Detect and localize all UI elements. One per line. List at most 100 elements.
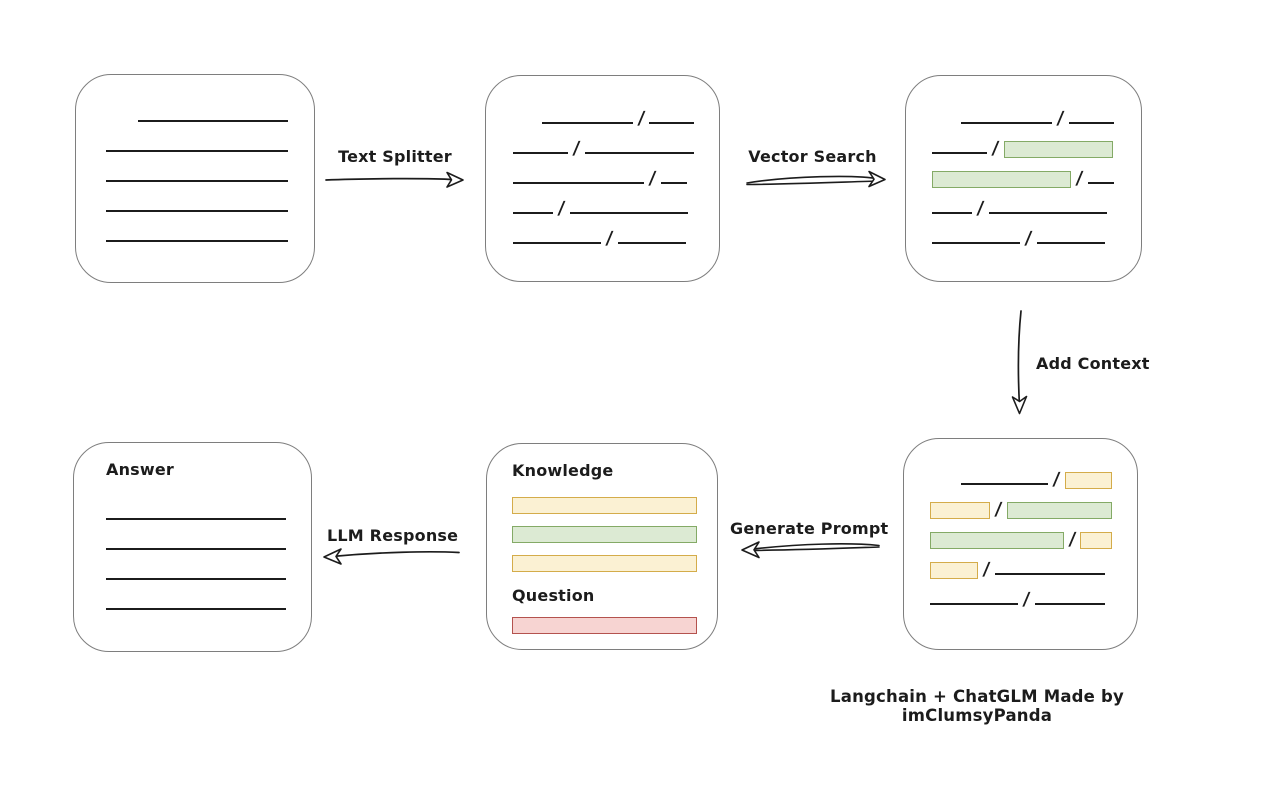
text-segment bbox=[660, 182, 687, 184]
yellow-bar bbox=[512, 555, 697, 572]
source-document-box bbox=[75, 74, 315, 283]
text-segment bbox=[584, 152, 694, 154]
llm-response-arrow bbox=[323, 548, 460, 565]
text-line bbox=[106, 518, 286, 520]
split-text-rows: / / / / / bbox=[513, 98, 694, 249]
vector-search-arrow bbox=[746, 170, 886, 188]
text-segment bbox=[513, 212, 553, 214]
slash-separator: / bbox=[556, 198, 566, 219]
answer-lines bbox=[106, 518, 286, 610]
chunk-row: / bbox=[930, 519, 1112, 550]
slash-separator: / bbox=[990, 138, 1000, 159]
generate-prompt-label: Generate Prompt bbox=[730, 519, 889, 538]
chunk-row: / bbox=[932, 128, 1116, 159]
green-highlight-chip bbox=[1003, 141, 1113, 158]
slash-separator: / bbox=[1055, 108, 1065, 129]
chunk-row: / bbox=[513, 158, 694, 189]
chunk-row: / bbox=[930, 549, 1112, 580]
add-context-label: Add Context bbox=[1036, 354, 1150, 373]
text-segment bbox=[1034, 603, 1105, 605]
text-line bbox=[138, 120, 288, 122]
text-line bbox=[106, 548, 286, 550]
slash-separator: / bbox=[1067, 529, 1077, 550]
yellow-highlight-chip bbox=[930, 502, 990, 519]
slash-separator: / bbox=[1023, 228, 1033, 249]
text-line bbox=[106, 210, 288, 212]
chunk-row: / bbox=[930, 459, 1112, 490]
text-segment bbox=[513, 242, 601, 244]
prompt-box: Knowledge Question bbox=[486, 443, 718, 650]
text-line bbox=[106, 180, 288, 182]
slash-separator: / bbox=[993, 499, 1003, 520]
text-segment bbox=[649, 122, 694, 124]
slash-separator: / bbox=[1074, 168, 1084, 189]
slash-separator: / bbox=[604, 228, 614, 249]
text-line bbox=[106, 608, 286, 610]
text-segment bbox=[930, 603, 1018, 605]
answer-box: Answer bbox=[73, 442, 312, 652]
add-context-arrow bbox=[1011, 310, 1028, 415]
chunk-row: / bbox=[932, 158, 1116, 189]
text-segment bbox=[513, 182, 644, 184]
llm-response-label: LLM Response bbox=[327, 526, 459, 545]
generate-prompt-arrow bbox=[741, 541, 880, 559]
chunk-row: / bbox=[930, 579, 1112, 610]
slash-separator: / bbox=[975, 198, 985, 219]
chunk-row: / bbox=[932, 218, 1116, 249]
slash-separator: / bbox=[981, 559, 991, 580]
text-segment bbox=[988, 212, 1107, 214]
text-segment bbox=[1036, 242, 1105, 244]
diagram-caption: Langchain + ChatGLM Made by imClumsyPand… bbox=[830, 687, 1124, 725]
text-segment bbox=[932, 152, 987, 154]
chunk-row: / bbox=[930, 489, 1112, 520]
chunk-row: / bbox=[513, 188, 694, 219]
question-bars bbox=[512, 617, 697, 634]
slash-separator: / bbox=[1052, 469, 1062, 490]
slash-separator: / bbox=[636, 108, 646, 129]
context-rows: / / / / / bbox=[930, 459, 1112, 610]
yellow-highlight-chip bbox=[1080, 532, 1112, 549]
context-box: / / / / / bbox=[903, 438, 1138, 650]
text-splitter-label: Text Splitter bbox=[338, 147, 452, 166]
text-line bbox=[106, 150, 288, 152]
chunk-row: / bbox=[513, 218, 694, 249]
slash-separator: / bbox=[571, 138, 581, 159]
text-segment bbox=[569, 212, 688, 214]
red-bar bbox=[512, 617, 697, 634]
vector-search-label: Vector Search bbox=[748, 147, 877, 166]
text-segment bbox=[961, 483, 1049, 485]
answer-heading: Answer bbox=[106, 460, 175, 479]
chunk-row: / bbox=[513, 128, 694, 159]
yellow-bar bbox=[512, 497, 697, 514]
knowledge-heading: Knowledge bbox=[512, 461, 614, 480]
text-segment bbox=[932, 212, 972, 214]
chunk-row: / bbox=[932, 188, 1116, 219]
slash-separator: / bbox=[647, 168, 657, 189]
text-segment bbox=[617, 242, 686, 244]
vector-results-box: / / / / / bbox=[905, 75, 1142, 282]
document-lines bbox=[106, 120, 288, 242]
text-segment bbox=[1087, 182, 1114, 184]
yellow-highlight-chip bbox=[930, 562, 978, 579]
chunk-row: / bbox=[932, 98, 1116, 129]
text-segment bbox=[932, 242, 1020, 244]
text-segment bbox=[513, 152, 568, 154]
text-line bbox=[106, 240, 288, 242]
green-highlight-chip bbox=[1006, 502, 1112, 519]
vector-results-rows: / / / / / bbox=[932, 98, 1116, 249]
question-heading: Question bbox=[512, 586, 595, 605]
text-segment bbox=[994, 573, 1105, 575]
green-highlight-chip bbox=[930, 532, 1064, 549]
text-line bbox=[106, 578, 286, 580]
chunk-row: / bbox=[513, 98, 694, 129]
text-segment bbox=[961, 122, 1052, 124]
text-segment bbox=[542, 122, 633, 124]
text-segment bbox=[1068, 122, 1114, 124]
text-splitter-arrow bbox=[325, 171, 464, 188]
knowledge-bars bbox=[512, 497, 697, 572]
yellow-highlight-chip bbox=[1064, 472, 1112, 489]
slash-separator: / bbox=[1021, 589, 1031, 610]
green-highlight-chip bbox=[932, 171, 1071, 188]
